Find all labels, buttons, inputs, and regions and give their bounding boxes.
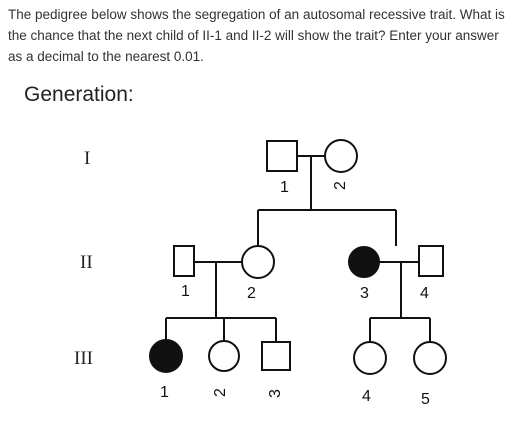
female-symbol-I-2: [324, 139, 358, 173]
individual-number-III-4: 4: [362, 388, 371, 405]
individual-number-II-3: 3: [360, 285, 369, 302]
individual-number-I-1: 1: [280, 179, 289, 196]
generation-label-I: I: [84, 148, 90, 169]
individual-number-II-4: 4: [420, 285, 429, 302]
male-symbol-I-1: [266, 140, 298, 172]
female-symbol-III-5: [413, 341, 447, 375]
individual-number-III-3: 3: [267, 389, 284, 398]
generation-heading: Generation:: [24, 83, 134, 106]
individual-number-III-2: 2: [212, 388, 229, 397]
individual-number-III-5: 5: [421, 391, 430, 408]
male-symbol-II-4: [418, 245, 444, 277]
male-symbol-III-3: [261, 341, 291, 371]
affected-female-symbol-II-3: [348, 246, 380, 278]
individual-number-II-2: 2: [247, 285, 256, 302]
male-symbol-II-1: [173, 245, 195, 277]
individual-number-I-2: 2: [332, 181, 349, 190]
question-text: The pedigree below shows the segregation…: [8, 7, 505, 64]
female-symbol-III-4: [353, 341, 387, 375]
female-symbol-II-2: [241, 245, 275, 279]
affected-female-symbol-III-1: [149, 339, 183, 373]
individual-number-II-1: 1: [181, 283, 190, 300]
individual-number-III-1: 1: [160, 384, 169, 401]
female-symbol-III-2: [208, 340, 240, 372]
generation-label-III: III: [74, 348, 93, 369]
generation-label-II: II: [80, 252, 93, 273]
